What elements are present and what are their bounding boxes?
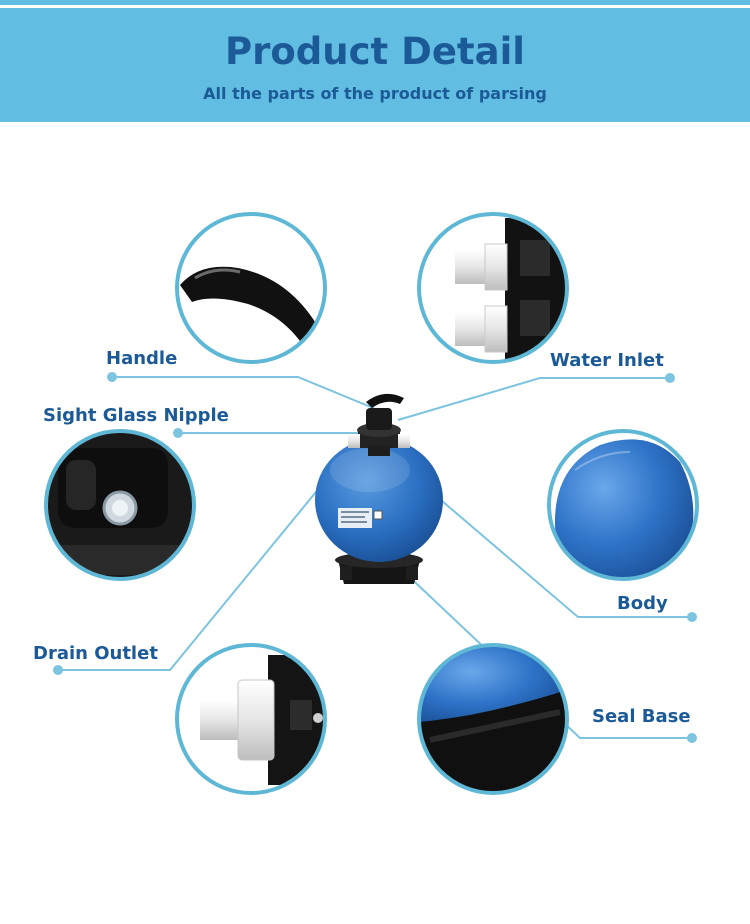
label-seal-base: Seal Base xyxy=(592,706,691,727)
label-drain-outlet: Drain Outlet xyxy=(33,643,158,664)
label-body: Body xyxy=(617,593,668,614)
leader-dots xyxy=(53,372,697,743)
detail-circle-water-inlet xyxy=(417,212,569,364)
label-water-inlet: Water Inlet xyxy=(550,350,664,371)
label-handle: Handle xyxy=(106,348,178,369)
detail-circle-drain xyxy=(175,643,327,795)
leader-seal-base xyxy=(399,567,692,739)
detail-circle-sight-glass xyxy=(44,429,196,581)
banner-top-line xyxy=(0,5,750,8)
leader-lines xyxy=(58,376,692,739)
page-title: Product Detail xyxy=(225,30,525,73)
page-subtitle: All the parts of the product of parsing xyxy=(203,84,547,103)
detail-circle-seal-base xyxy=(417,643,569,795)
leader-water-inlet xyxy=(397,377,670,421)
label-sight-glass-nipple: Sight Glass Nipple xyxy=(43,405,229,426)
detail-circle-body xyxy=(547,429,699,581)
header-banner: Product Detail All the parts of the prod… xyxy=(0,0,750,122)
leader-body xyxy=(434,494,692,618)
leader-handle xyxy=(112,376,379,411)
detail-circle-handle xyxy=(175,212,327,364)
product-image xyxy=(315,393,443,584)
leader-drain xyxy=(58,447,353,671)
